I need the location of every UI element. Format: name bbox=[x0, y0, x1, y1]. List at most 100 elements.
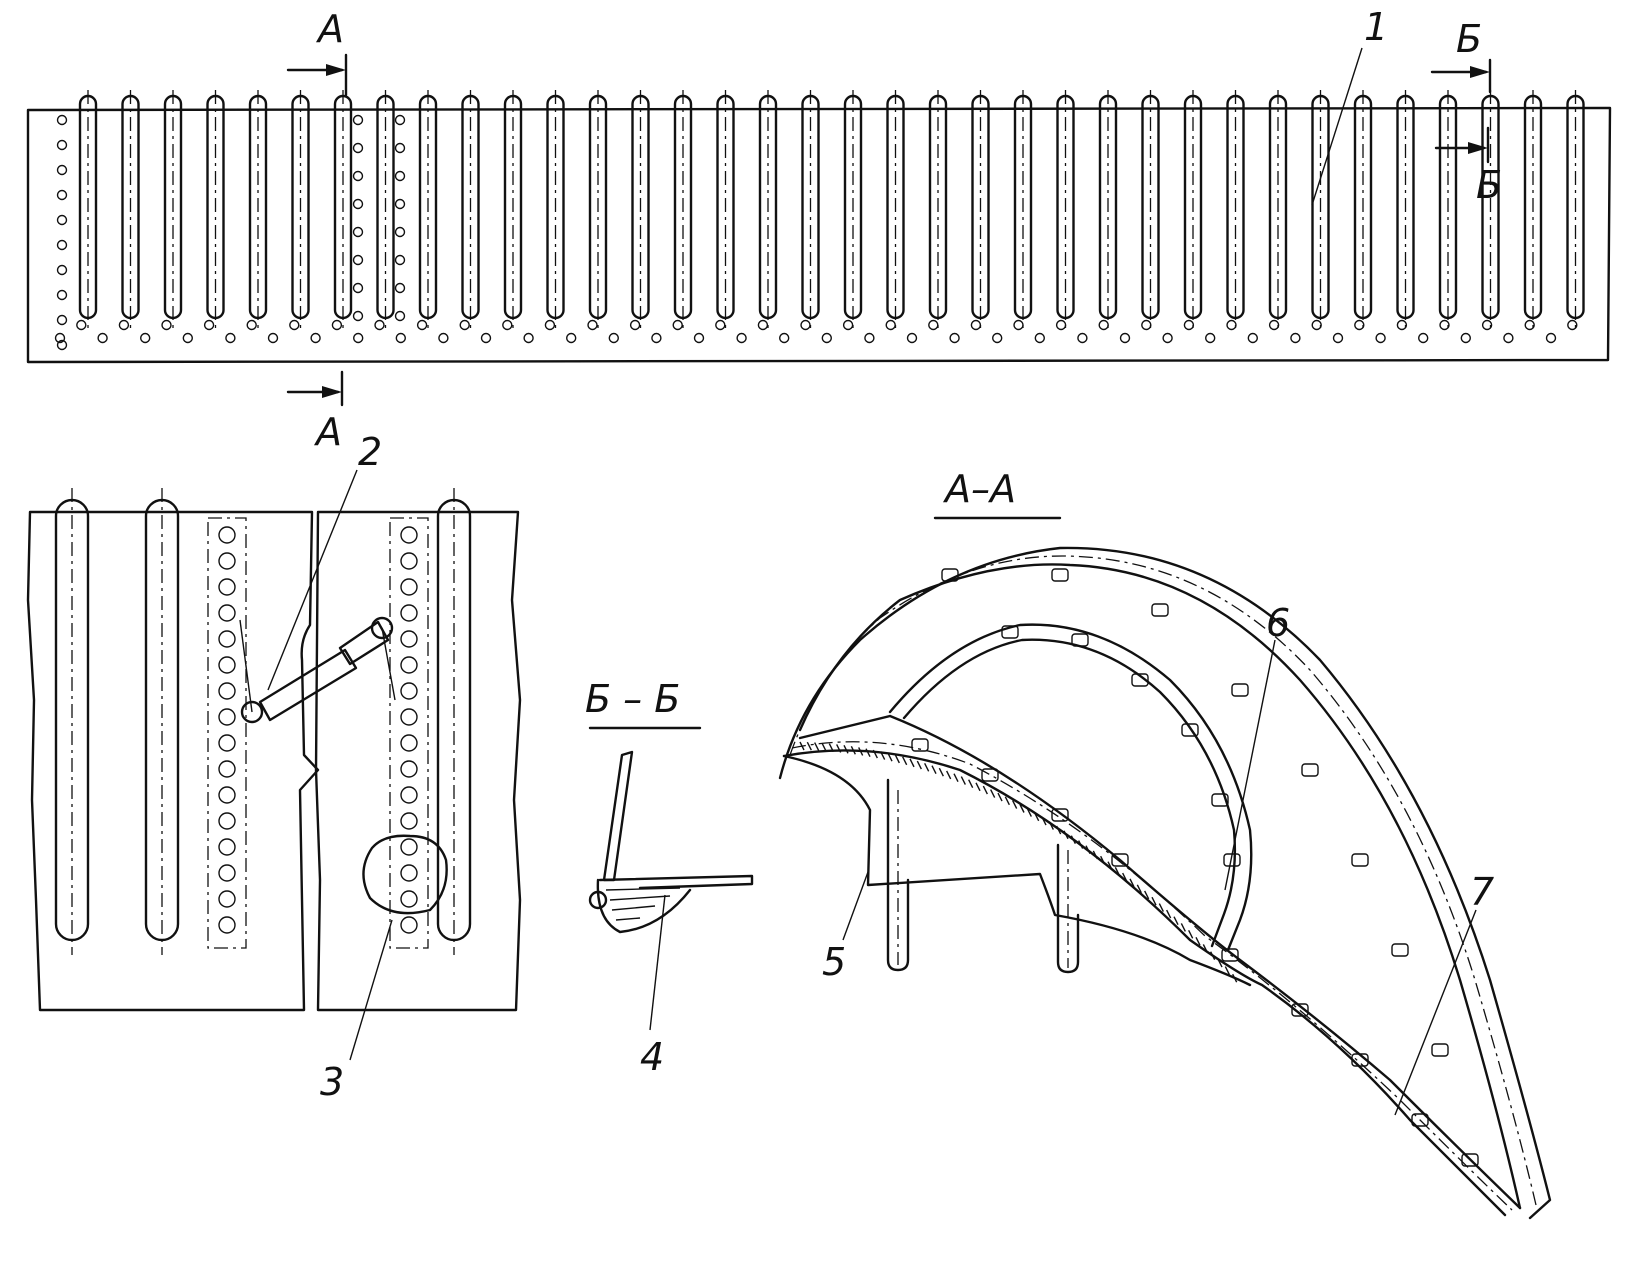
hatch-stroke bbox=[894, 754, 900, 764]
tube-row bbox=[78, 90, 1585, 330]
rivet bbox=[1481, 319, 1493, 331]
callout-1: 1 bbox=[1364, 5, 1388, 49]
rivet bbox=[310, 332, 321, 344]
rivet bbox=[1055, 319, 1067, 331]
rivet bbox=[218, 552, 236, 570]
rivet bbox=[218, 916, 236, 934]
hatch-stroke bbox=[1026, 808, 1032, 817]
rivet bbox=[523, 332, 534, 344]
section-b-b bbox=[588, 726, 754, 1031]
rivet bbox=[182, 332, 194, 344]
rivet bbox=[949, 332, 960, 344]
strip-rivet-group bbox=[218, 526, 418, 934]
left-panel-outline bbox=[26, 510, 320, 1012]
hatch-stroke bbox=[1070, 835, 1076, 844]
rivet bbox=[54, 332, 66, 344]
rivet bbox=[672, 319, 683, 331]
clip bbox=[941, 568, 959, 582]
hatch-stroke bbox=[1019, 804, 1025, 813]
title-section-b-b: Б – Б bbox=[585, 677, 680, 721]
rivet bbox=[842, 319, 854, 331]
hatch-stroke bbox=[1063, 830, 1069, 840]
rivet bbox=[1013, 319, 1024, 331]
turnbuckle bbox=[239, 616, 396, 724]
hatch-stroke bbox=[1232, 973, 1238, 983]
rivet bbox=[56, 189, 68, 201]
rivet bbox=[400, 682, 418, 700]
hatch-stroke bbox=[1100, 855, 1106, 865]
rivet bbox=[400, 578, 418, 596]
hatch-stroke bbox=[1041, 816, 1047, 826]
hatch-stroke bbox=[828, 743, 834, 753]
rivet bbox=[1354, 319, 1365, 331]
rivet bbox=[352, 282, 364, 294]
hatch-stroke bbox=[821, 742, 827, 752]
clip bbox=[981, 768, 999, 782]
rivet bbox=[218, 864, 236, 882]
joint-detail bbox=[26, 469, 522, 1061]
rivet bbox=[267, 332, 279, 344]
rivet bbox=[1162, 332, 1173, 344]
rivet bbox=[218, 786, 236, 804]
hatch-stroke bbox=[1180, 923, 1186, 932]
hatch-stroke bbox=[1166, 909, 1172, 919]
rivet bbox=[203, 319, 215, 331]
leader-5 bbox=[842, 871, 869, 941]
hatch-stroke bbox=[1129, 878, 1135, 888]
rivet bbox=[1268, 319, 1280, 331]
callout-4: 4 bbox=[640, 1035, 664, 1079]
rivet bbox=[438, 332, 449, 344]
hatch-stroke bbox=[931, 765, 937, 775]
clip bbox=[1351, 853, 1369, 867]
rivet bbox=[352, 310, 364, 322]
label-section-a-top: А bbox=[315, 7, 344, 51]
hatch-stroke bbox=[902, 756, 908, 766]
rivet bbox=[928, 319, 939, 331]
rivet bbox=[56, 314, 68, 326]
hatch-stroke bbox=[1210, 951, 1216, 961]
clip bbox=[1301, 763, 1319, 777]
rivet bbox=[992, 332, 1003, 344]
rivet bbox=[651, 332, 662, 344]
rivet bbox=[970, 319, 982, 331]
callout-6: 6 bbox=[1266, 601, 1290, 645]
callout-5: 5 bbox=[822, 940, 846, 984]
rivet bbox=[1141, 319, 1152, 331]
leader-4 bbox=[649, 894, 666, 1031]
rivet bbox=[400, 630, 418, 648]
rivet bbox=[1332, 332, 1344, 344]
rivet bbox=[394, 254, 406, 266]
hatch-stroke bbox=[1092, 850, 1098, 860]
clip bbox=[1211, 793, 1229, 807]
hatch-stroke bbox=[836, 744, 842, 753]
joint-tube-group bbox=[54, 488, 472, 955]
rivet bbox=[56, 139, 68, 151]
hatch-stroke bbox=[1217, 958, 1223, 968]
cutaway bbox=[362, 834, 448, 915]
hatch-stroke bbox=[806, 741, 812, 751]
rivet bbox=[56, 264, 68, 276]
rivet bbox=[218, 682, 236, 700]
rivet bbox=[352, 142, 364, 154]
rivet bbox=[502, 319, 513, 331]
rivet bbox=[400, 552, 418, 570]
hatch-stroke bbox=[850, 745, 856, 755]
support-leg-right bbox=[1056, 843, 1080, 974]
hatch-stroke bbox=[1048, 821, 1054, 830]
label-section-a-bottom: А bbox=[313, 410, 342, 454]
clip bbox=[1461, 1153, 1479, 1167]
hatch-stroke bbox=[916, 760, 922, 770]
rivet bbox=[400, 604, 418, 622]
rivet bbox=[218, 890, 236, 908]
hatch-stroke bbox=[1224, 966, 1230, 975]
rivet bbox=[246, 319, 257, 331]
rivet bbox=[1503, 332, 1514, 344]
rivet-strip-right bbox=[389, 517, 429, 949]
hatch-stroke bbox=[1173, 916, 1179, 925]
hatch-stroke bbox=[924, 762, 930, 772]
rivet bbox=[400, 838, 418, 856]
panel-strip bbox=[26, 90, 1612, 364]
rivet bbox=[218, 604, 236, 622]
rivet bbox=[400, 864, 418, 882]
rivet bbox=[394, 142, 406, 154]
